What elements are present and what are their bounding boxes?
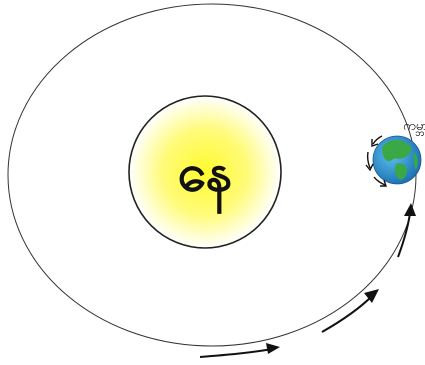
orbit-direction-arrow-icon — [200, 343, 280, 357]
earth: ကမ္ဘာ — [373, 119, 425, 184]
sun: နေ — [129, 96, 281, 248]
rotation-arrow-left — [368, 152, 370, 168]
earth-label: ကမ္ဘာ — [403, 119, 425, 136]
orbit-direction-arrow-icon — [322, 289, 379, 332]
orbit-direction-arrow-icon — [398, 203, 416, 257]
